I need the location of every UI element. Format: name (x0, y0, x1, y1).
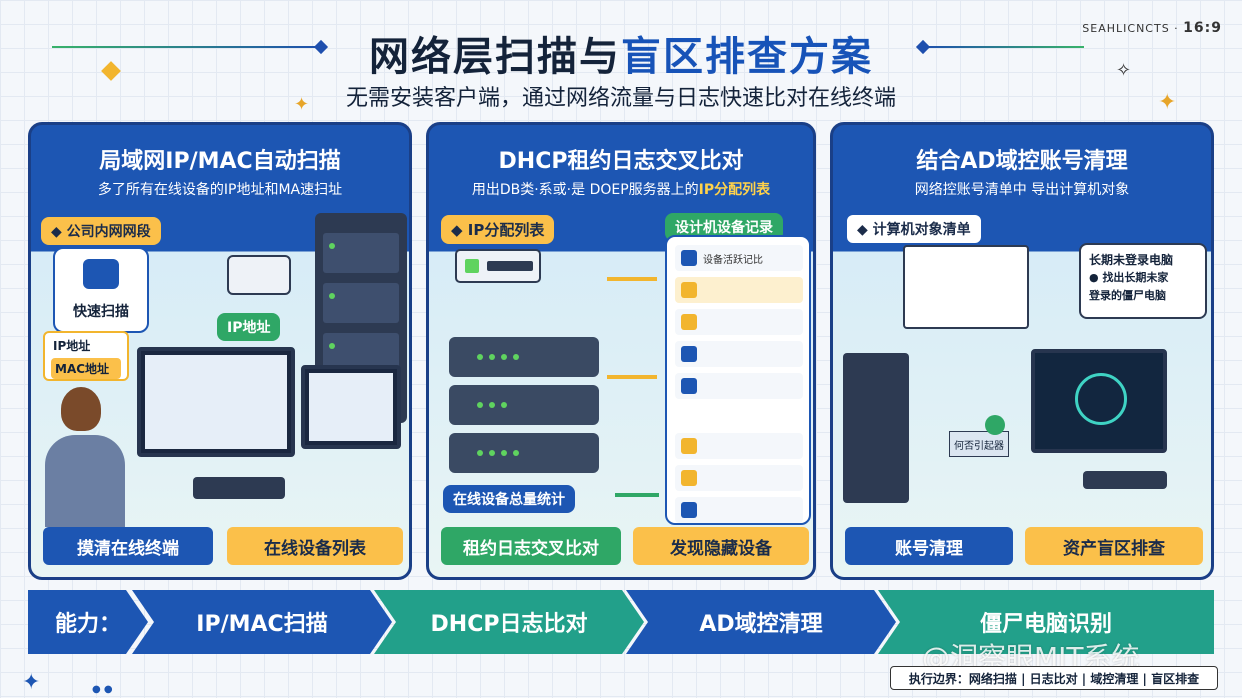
scan-icon (83, 259, 119, 289)
address-card: IP地址 MAC地址 (43, 331, 129, 381)
quick-scan-card[interactable]: 快速扫描 (53, 247, 149, 333)
list-item[interactable] (675, 373, 803, 399)
panel-title: 结合AD域控账号清理 (916, 149, 1128, 174)
btn-asset-blindspot[interactable]: 资产盲区排查 (1025, 527, 1203, 565)
device-record-list: 设备活跃记比 (665, 235, 811, 525)
operator-figure (45, 387, 125, 527)
panel-ip-mac-scan: 局域网IP/MAC自动扫描 多了所有在线设备的IP地址和MA速扫址 ◆ 公司内网… (28, 122, 412, 580)
server-unit (449, 385, 599, 425)
radar-icon (1075, 373, 1127, 425)
list-item[interactable] (675, 497, 803, 523)
sparkle-icon: ✦ (294, 94, 310, 115)
sparkle-icon: ✦ (22, 670, 41, 695)
ip-list-chip: ◆ IP分配列表 (441, 215, 555, 244)
panel-title: 局域网IP/MAC自动扫描 (99, 149, 341, 174)
panel-title: DHCP租约日志交叉比对 (498, 149, 744, 174)
aspect-tag: SEAHLICNCTS · 16:9 (1082, 20, 1222, 36)
capability-ip-mac[interactable]: IP/MAC扫描 (132, 590, 392, 654)
list-item[interactable] (675, 465, 803, 491)
sparkle-icon: ✦ (1158, 90, 1177, 115)
arrow-right-icon (607, 375, 657, 379)
title-decoration-right (924, 46, 1084, 48)
btn-find-hidden-devices[interactable]: 发现隐藏设备 (633, 527, 809, 565)
server-unit (449, 433, 599, 473)
pc-tower (843, 353, 909, 503)
list-item[interactable] (675, 433, 803, 459)
execution-boundary: 执行边界：网络扫描 | 日志比对 | 域控清理 | 盲区排查 (890, 666, 1218, 690)
screen-note: 何否引起器 (949, 431, 1009, 457)
plant-icon (985, 415, 1005, 435)
capability-zombie[interactable]: 僵尸电脑识别 (878, 590, 1214, 654)
list-item[interactable] (675, 309, 803, 335)
page-subtitle: 无需安装客户端，通过网络流量与日志快速比对在线终端 (345, 86, 896, 111)
btn-account-cleanup[interactable]: 账号清理 (845, 527, 1013, 565)
panel-subtitle: 用出DB类·系或·是 DOEP服务器上的IP分配列表 (471, 182, 771, 198)
keyboard (1083, 471, 1167, 489)
ip-address-chip: IP地址 (217, 313, 281, 341)
server-unit (449, 337, 599, 377)
list-item[interactable] (675, 341, 803, 367)
computer-list-chip: ◆ 计算机对象清单 (845, 213, 983, 245)
document-window (903, 245, 1029, 329)
capability-label: 能力： (28, 590, 148, 654)
sparkle-icon: ✧ (1116, 60, 1132, 81)
capability-bar: 能力： IP/MAC扫描 DHCP日志比对 AD域控清理 僵尸电脑识别 (28, 590, 1214, 654)
keyboard (193, 477, 285, 499)
btn-map-terminals[interactable]: 摸清在线终端 (43, 527, 213, 565)
switch-device (455, 249, 541, 283)
dots-decoration: ● ● (92, 684, 113, 695)
page-title: 网络层扫描与盲区排查方案 (369, 34, 873, 80)
arrow-right-icon (607, 277, 657, 281)
capability-ad[interactable]: AD域控清理 (626, 590, 896, 654)
monitor-screen (301, 365, 401, 449)
segment-chip: ◆ 公司内网网段 (41, 217, 161, 245)
monitor-screen (137, 347, 295, 457)
btn-online-device-list[interactable]: 在线设备列表 (227, 527, 403, 565)
router-device (227, 255, 291, 295)
btn-lease-compare[interactable]: 租约日志交叉比对 (441, 527, 621, 565)
title-decoration-left (52, 46, 322, 48)
panel-subtitle: 网络控账号清单中 导出计算机对象 (914, 182, 1130, 198)
panel-dhcp-compare: DHCP租约日志交叉比对 用出DB类·系或·是 DOEP服务器上的IP分配列表 … (426, 122, 816, 580)
zombie-callout: 长期未登录电脑 ● 找出长期未家 登录的僵尸电脑 (1079, 243, 1207, 319)
panel-ad-cleanup: 结合AD域控账号清理 网络控账号清单中 导出计算机对象 ◆ 计算机对象清单 长期… (830, 122, 1214, 580)
capability-dhcp[interactable]: DHCP日志比对 (374, 590, 644, 654)
panel-subtitle: 多了所有在线设备的IP地址和MA速扫址 (97, 182, 343, 198)
arrow-left-icon (615, 493, 659, 497)
list-item[interactable] (675, 277, 803, 303)
monitor-screen (1031, 349, 1167, 453)
total-stats-chip: 在线设备总量统计 (443, 485, 575, 513)
list-item[interactable]: 设备活跃记比 (675, 245, 803, 271)
